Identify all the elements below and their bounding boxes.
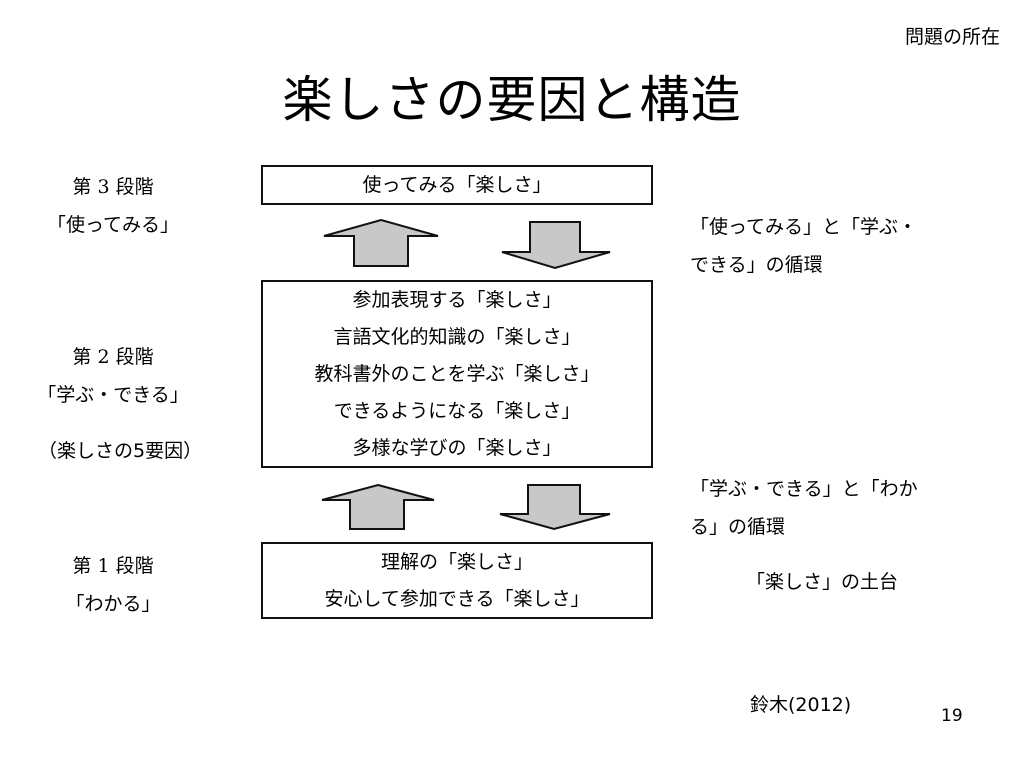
stage-1-name: 「わかる」 — [65, 593, 161, 615]
stage-3-label: 第 3 段階 「使ってみる」 — [18, 168, 208, 244]
section-label: 問題の所在 — [904, 26, 1000, 48]
down-arrow-icon — [501, 221, 611, 270]
stage-1-box-line: 安心して参加できる「楽しさ」 — [324, 587, 590, 610]
factors-note: （楽しさの5要因） — [38, 440, 203, 462]
lower-cycle-note-line: 「学ぶ・できる」と「わか — [690, 478, 918, 500]
down-arrow-icon — [499, 484, 611, 531]
stage-1-box: 理解の「楽しさ」 安心して参加できる「楽しさ」 — [261, 542, 653, 619]
foundation-note: 「楽しさ」の土台 — [746, 571, 899, 593]
stage-2-box: 参加表現する「楽しさ」 言語文化的知識の「楽しさ」 教科書外のことを学ぶ「楽しさ… — [261, 280, 653, 468]
stage-2-box-line: 参加表現する「楽しさ」 — [352, 288, 562, 311]
stage-2-name: 「学ぶ・できる」 — [37, 384, 189, 406]
upper-cycle-note-line: できる」の循環 — [690, 254, 823, 276]
upper-cycle-note: 「使ってみる」と「学ぶ・ できる」の循環 — [690, 208, 1010, 284]
stage-2-number: 第 2 段階 — [72, 346, 154, 368]
stage-3-box: 使ってみる「楽しさ」 — [261, 165, 653, 205]
stage-2-label: 第 2 段階 「学ぶ・できる」 — [18, 338, 208, 414]
up-arrow-icon — [321, 483, 435, 530]
stage-2-box-line: 多様な学びの「楽しさ」 — [352, 436, 562, 459]
up-arrow-icon — [323, 218, 439, 267]
page-number: 19 — [941, 706, 963, 726]
stage-2-box-line: 言語文化的知識の「楽しさ」 — [333, 325, 581, 348]
lower-cycle-note: 「学ぶ・できる」と「わか る」の循環 — [690, 470, 1010, 546]
stage-2-box-line: できるようになる「楽しさ」 — [333, 399, 581, 422]
stage-3-box-line: 使ってみる「楽しさ」 — [362, 173, 552, 196]
stage-1-label: 第 1 段階 「わかる」 — [18, 547, 208, 623]
stage-1-box-line: 理解の「楽しさ」 — [380, 550, 533, 573]
stage-2-box-line: 教科書外のことを学ぶ「楽しさ」 — [314, 362, 600, 385]
lower-cycle-note-line: る」の循環 — [690, 516, 786, 538]
stage-3-number: 第 3 段階 — [72, 176, 154, 198]
slide-title: 楽しさの要因と構造 — [282, 71, 742, 129]
upper-cycle-note-line: 「使ってみる」と「学ぶ・ — [690, 216, 918, 238]
citation: 鈴木(2012) — [750, 694, 852, 716]
stage-1-number: 第 1 段階 — [72, 555, 154, 577]
stage-3-name: 「使ってみる」 — [46, 214, 180, 236]
